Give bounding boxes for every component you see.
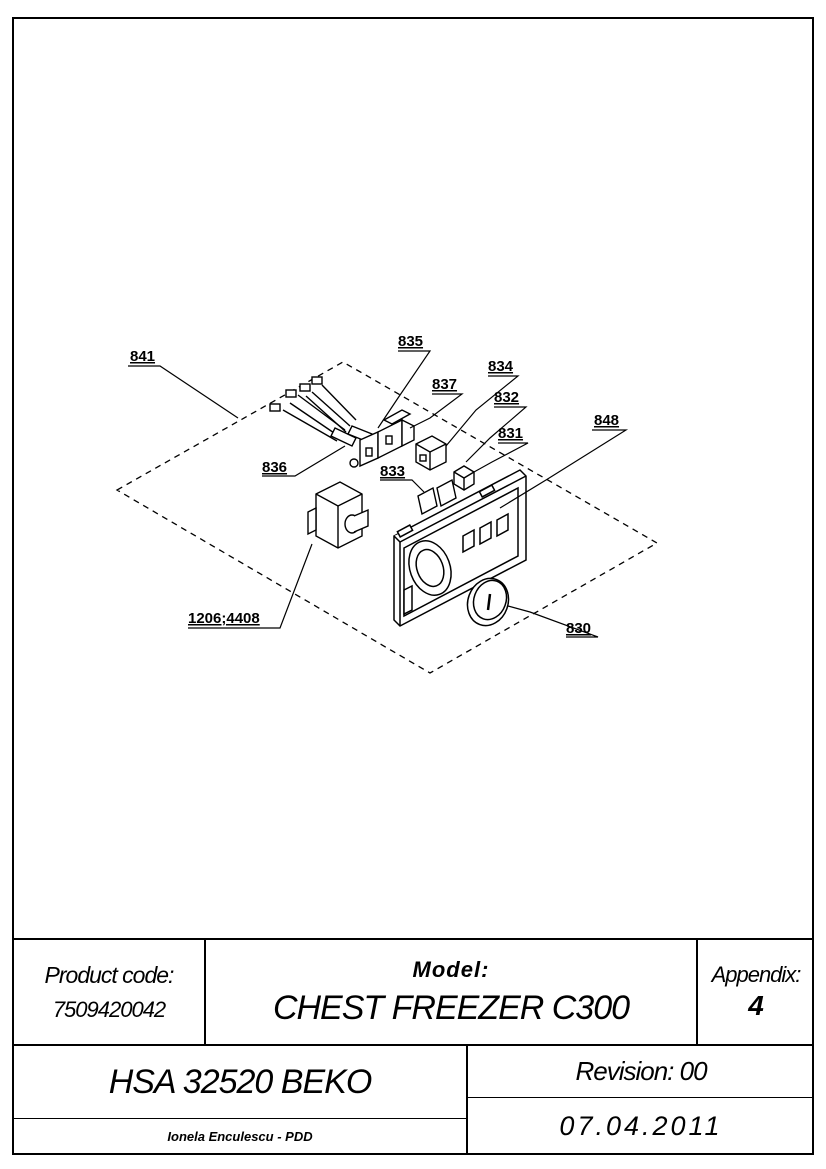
revision-cell: Revision: 00 [468,1046,814,1097]
callout-834: 834 [488,358,514,375]
callout-labels: 841 835 834 837 832 831 848 836 833 1206… [130,333,619,637]
callout-837: 837 [432,376,457,393]
model-label: Model: [412,956,490,982]
callout-835: 835 [398,333,423,350]
product-code-label: Product code: [44,961,175,988]
leader-lines [128,350,629,638]
control-panel-icon [393,469,527,627]
title-block-author-line [12,1118,467,1119]
thermostat-icon [307,481,369,549]
drawing-frame [12,17,814,1155]
title-block-col1-line [204,938,206,1045]
product-code-cell: Product code: 7509420042 [14,940,204,1044]
model-cell: Model: CHEST FREEZER C300 [206,940,696,1044]
appendix-value: 4 [748,990,764,1021]
bracket-icon [349,409,415,468]
title-block-col2-line [696,938,698,1045]
callout-848: 848 [594,412,619,429]
exploded-assembly-outline [115,361,659,674]
callout-836: 836 [262,459,287,476]
callout-831: 831 [498,425,523,442]
callout-832: 832 [494,389,519,406]
product-code-value: 7509420042 [52,996,166,1022]
switch-icon [415,435,447,471]
brand-model-cell: HSA 32520 BEKO [14,1046,466,1118]
knob-icon [466,577,510,627]
title-block-rev-line [466,1097,814,1098]
author-value: Ionela Enculescu - PDD [167,1129,313,1144]
appendix-label: Appendix: [711,962,802,987]
exploded-view-diagram: 841 835 834 837 832 831 848 836 833 1206… [115,333,659,674]
wire-harness-icon [269,376,373,447]
appendix-cell: Appendix: 4 [698,940,814,1044]
title-block-mid-line [12,1044,814,1046]
button-caps-icon [417,465,475,516]
title-block-col3-line [466,1044,468,1155]
author-cell: Ionela Enculescu - PDD [14,1119,466,1154]
callout-841: 841 [130,348,155,365]
date-cell: 07.04.2011 [468,1098,814,1154]
revision-value: Revision: 00 [575,1056,707,1086]
model-value: CHEST FREEZER C300 [272,988,630,1027]
title-block-top-line [12,938,814,940]
callout-833: 833 [380,463,405,480]
date-value: 07.04.2011 [559,1110,723,1141]
brand-model-value: HSA 32520 BEKO [108,1062,373,1101]
callout-1206-4408: 1206;4408 [188,610,260,627]
callout-830: 830 [566,620,591,637]
